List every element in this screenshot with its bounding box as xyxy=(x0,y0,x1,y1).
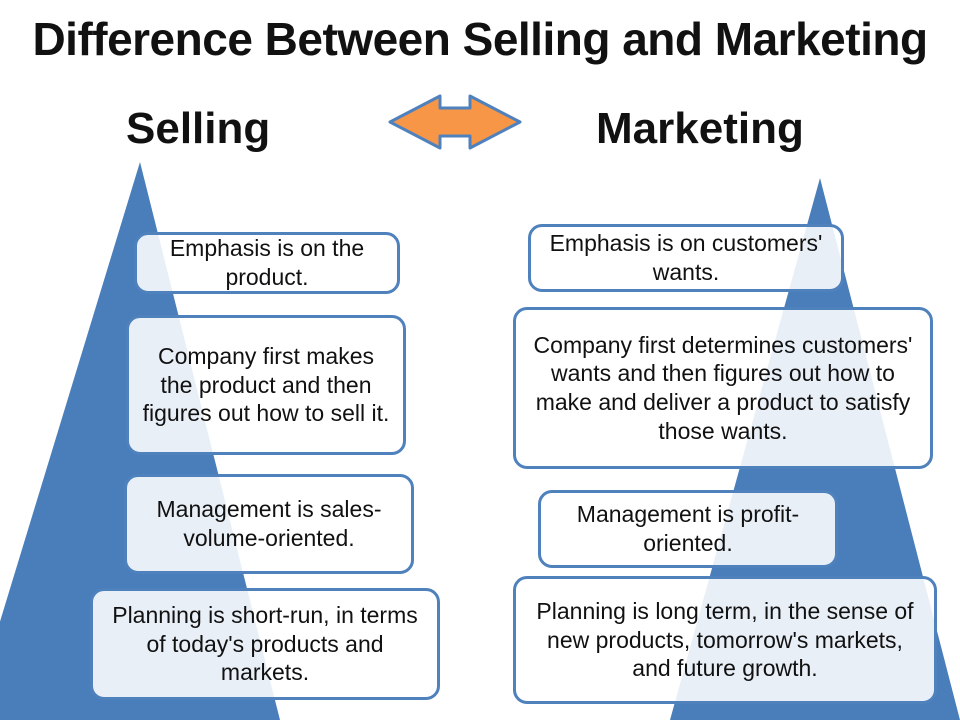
selling-item-text: Emphasis is on the product. xyxy=(169,235,365,290)
marketing-item-text: Company first determines customers' want… xyxy=(533,331,913,444)
page-title: Difference Between Selling and Marketing xyxy=(32,13,928,65)
marketing-item-text: Management is profit-oriented. xyxy=(576,501,800,556)
selling-item-company: Company first makes the product and then… xyxy=(126,315,406,455)
double-arrow-icon xyxy=(388,94,522,150)
selling-item-product: Emphasis is on the product. xyxy=(134,232,400,294)
selling-item-management: Management is sales-volume-oriented. xyxy=(124,474,414,574)
marketing-item-text: Emphasis is on customers' wants. xyxy=(549,230,823,285)
selling-item-planning: Planning is short-run, in terms of today… xyxy=(90,588,440,700)
marketing-item-company: Company first determines customers' want… xyxy=(513,307,933,469)
marketing-item-management: Management is profit-oriented. xyxy=(538,490,838,568)
selling-item-text: Planning is short-run, in terms of today… xyxy=(112,602,418,686)
selling-item-text: Management is sales-volume-oriented. xyxy=(156,496,382,551)
marketing-item-emphasis: Emphasis is on customers' wants. xyxy=(528,224,844,292)
marketing-heading: Marketing xyxy=(596,104,804,153)
selling-item-text: Company first makes the product and then… xyxy=(142,343,390,427)
marketing-item-planning: Planning is long term, in the sense of n… xyxy=(513,576,937,704)
marketing-item-text: Planning is long term, in the sense of n… xyxy=(536,598,914,682)
selling-heading: Selling xyxy=(126,104,271,153)
